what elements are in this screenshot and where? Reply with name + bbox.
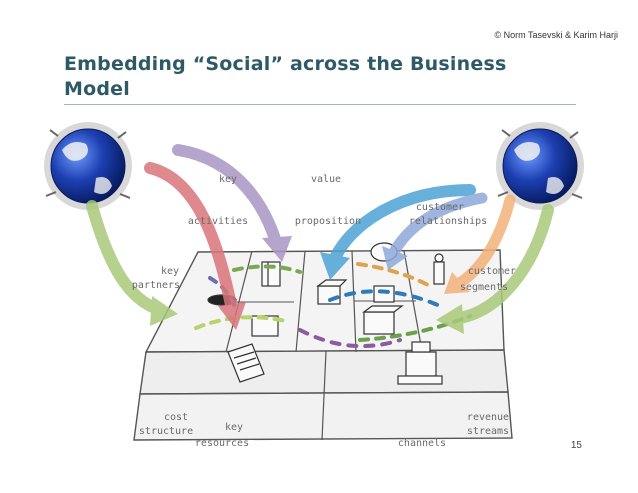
- label-revenue-streams-2: streams: [467, 426, 509, 437]
- label-key-activities-2: activities: [188, 216, 248, 227]
- label-customer-relationships-1: customer: [416, 202, 464, 213]
- label-key-resources-2: resources: [195, 438, 249, 449]
- slide-title: Embedding “Social” across the Business M…: [64, 53, 507, 100]
- arrows: [86, 144, 554, 334]
- label-customer-segments-1: customer: [468, 266, 516, 277]
- label-key-resources-1: key: [225, 422, 243, 433]
- globe-left-icon: [44, 122, 132, 210]
- label-customer-segments-2: segments: [460, 282, 508, 293]
- label-key-partners-1: key: [161, 266, 179, 277]
- label-key-activities-1: key: [219, 174, 237, 185]
- label-channels: channels: [398, 438, 446, 449]
- title-divider: [64, 104, 576, 105]
- label-value-proposition-2: proposition: [295, 216, 361, 227]
- globe-right-icon: [496, 122, 584, 210]
- label-value-proposition-1: value: [311, 174, 341, 185]
- label-key-partners-2: partners: [132, 280, 180, 291]
- copyright-notice: © Norm Tasevski & Karim Harji: [494, 30, 619, 40]
- label-cost-structure-2: structure: [139, 426, 193, 437]
- label-revenue-streams-1: revenue: [467, 412, 509, 423]
- page-number: 15: [570, 440, 582, 451]
- board-sketches: [207, 242, 445, 385]
- label-cost-structure-1: cost: [164, 412, 188, 423]
- label-customer-relationships-2: relationships: [409, 216, 487, 227]
